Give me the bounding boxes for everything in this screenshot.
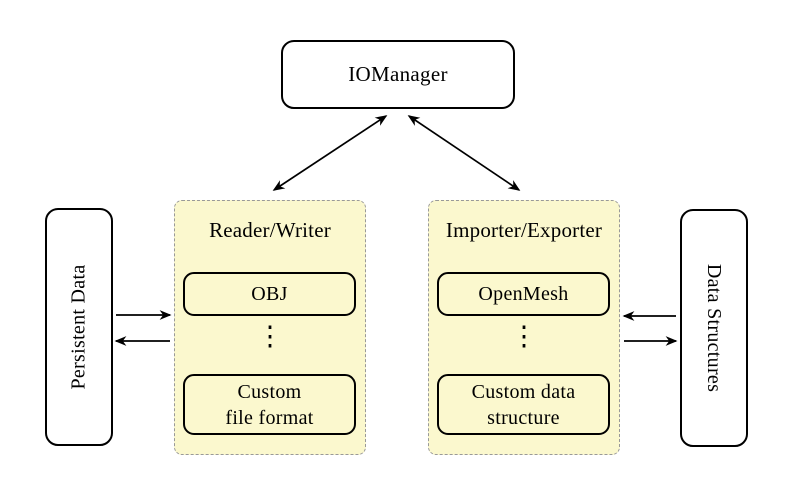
node-iomanager: IOManager [281,40,515,109]
node-custom-file-format: Custom file format [183,374,356,435]
group-reader-writer: Reader/Writer OBJ ⋮ Custom file format [174,200,366,455]
arrow-iomanager-reader-writer [272,115,388,191]
group-importer-exporter-title: Importer/Exporter [445,218,603,242]
node-obj: OBJ [183,272,356,316]
vdots-importer-exporter: ⋮ [510,321,538,351]
node-custom-data-structure-label: Custom data structure [471,380,576,429]
node-openmesh-label: OpenMesh [478,283,569,305]
group-importer-exporter: Importer/Exporter OpenMesh ⋮ Custom data… [428,200,620,455]
node-iomanager-label: IOManager [348,61,448,86]
vdots-reader-writer: ⋮ [256,321,284,351]
node-custom-file-format-label: Custom file format [225,380,314,429]
node-obj-label: OBJ [251,283,288,305]
arrow-iomanager-importer-exporter [407,115,521,191]
node-data-structures-label: Data Structures [703,263,726,393]
node-openmesh: OpenMesh [437,272,610,316]
node-persistent-data-label: Persistent Data [68,264,90,390]
node-persistent-data: Persistent Data [45,208,113,446]
node-custom-data-structure: Custom data structure [437,374,610,435]
group-reader-writer-title: Reader/Writer [209,218,331,242]
node-data-structures: Data Structures [680,209,748,447]
